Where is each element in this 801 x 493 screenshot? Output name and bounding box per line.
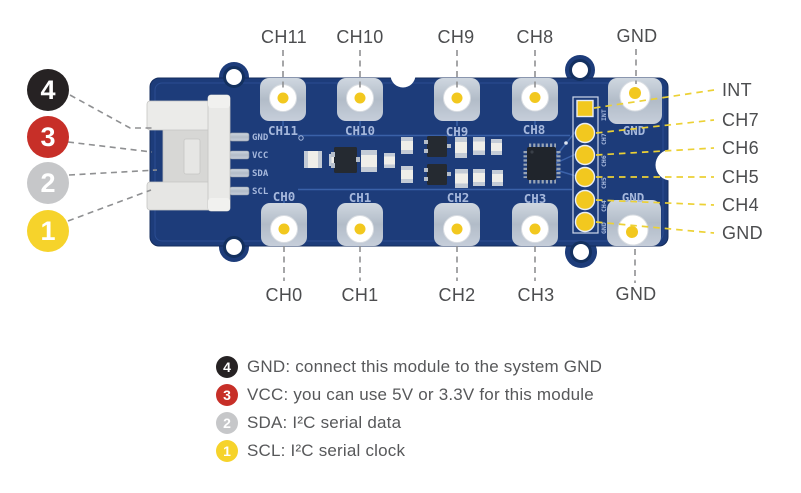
pad-ch9: [434, 78, 480, 121]
header-pad-gnd: [574, 211, 596, 233]
callout-bottom-gnd: GND: [615, 284, 657, 304]
callout-right-ch4: CH4: [722, 195, 759, 215]
silk-pin-sda: SDA: [252, 169, 269, 179]
silk-header-ch5: CH5: [600, 177, 608, 189]
header-pad-ch7: [574, 122, 596, 144]
silk-ch8: CH8: [523, 122, 546, 137]
leader-badge-2: [68, 169, 158, 176]
pad-ch1: [337, 203, 383, 246]
legend-badge-3: 3: [216, 384, 238, 406]
callout-top-ch10: CH10: [336, 27, 384, 47]
callout-top-gnd: GND: [616, 26, 658, 46]
leader-right-ch7: [595, 119, 715, 134]
callout-right-ch5: CH5: [722, 167, 759, 187]
silk-gnd-bottom: GND: [622, 190, 645, 205]
pad-ch11: [260, 78, 306, 121]
silk-pin-vcc: VCC: [252, 151, 268, 161]
callout-right-ch7: CH7: [722, 110, 759, 130]
smd-components: [304, 136, 503, 188]
silk-ch1: CH1: [349, 190, 372, 205]
legend-text-scl: SCL: I²C serial clock: [247, 441, 406, 460]
callout-bottom-ch1: CH1: [341, 285, 379, 305]
leader-badge-3: [67, 141, 153, 153]
legend-badge-4: 4: [216, 356, 238, 378]
pad-gnd-top: [608, 78, 662, 124]
silk-header-ch6: CH6: [600, 155, 608, 167]
header-pad-ch5: [574, 166, 596, 188]
header-pad-ch6: [574, 144, 596, 166]
legend-text-gnd: GND: connect this module to the system G…: [247, 357, 603, 376]
leader-right-ch4: [595, 199, 715, 206]
via: [564, 141, 568, 145]
silk-ch3: CH3: [524, 191, 547, 206]
board-notch-right: [655, 149, 687, 181]
silk-header-int: INT: [600, 109, 608, 121]
mounting-holes: [223, 59, 592, 263]
legend-row-vcc: 3 VCC: you can use 5V or 3.3V for this m…: [216, 383, 594, 407]
silk-ch9: CH9: [446, 124, 469, 139]
leader-badge-4: [69, 94, 152, 129]
pcb-board: INT CH7 CH6 CH5 CH4 GND CH11 CH10 CH9 CH…: [146, 55, 687, 268]
silk-ch10: CH10: [345, 123, 375, 138]
silk-gnd-top: GND: [623, 123, 646, 138]
silk-ch0: CH0: [273, 189, 296, 204]
header-pad-int: [576, 99, 594, 118]
callout-bottom-ch3: CH3: [517, 285, 555, 305]
legend-row-scl: 1 SCL: I²C serial clock: [216, 439, 405, 463]
leader-lines: [67, 49, 715, 283]
pad-ch3: [512, 203, 558, 246]
callout-right-ch6: CH6: [722, 138, 759, 158]
silk-ch2: CH2: [447, 190, 470, 205]
callout-top-ch8: CH8: [516, 27, 554, 47]
leader-right-int: [593, 89, 715, 109]
header-pad-ch4: [574, 189, 596, 211]
board-notch-top: [390, 62, 416, 88]
pad-ch10: [337, 78, 383, 121]
legend-text-vcc: VCC: you can use 5V or 3.3V for this mod…: [247, 385, 594, 404]
pin-badge-1: 1: [27, 210, 69, 252]
pad-gnd-bottom: [607, 200, 661, 246]
via: [298, 135, 304, 141]
callout-right-int: INT: [722, 80, 752, 100]
legend-row-gnd: 4 GND: connect this module to the system…: [216, 355, 602, 379]
callout-bottom-ch2: CH2: [438, 285, 476, 305]
grove-connector: GND VCC SDA SCL: [146, 94, 269, 212]
silk-header-ch7: CH7: [600, 133, 608, 145]
callout-right-gnd: GND: [722, 223, 763, 243]
silkscreen-labels: CH11 CH10 CH9 CH8 CH0 CH1 CH2 CH3 GND GN…: [268, 122, 645, 206]
callout-top-ch9: CH9: [437, 27, 475, 47]
silk-ch11: CH11: [268, 123, 298, 138]
pad-ch0: [261, 203, 307, 246]
callout-bottom-ch0: CH0: [265, 285, 303, 305]
pin-badge-3: 3: [27, 116, 69, 158]
leader-badge-1: [67, 189, 152, 222]
legend-row-sda: 2 SDA: I²C serial data: [216, 411, 401, 435]
silk-header-ch4: CH4: [600, 200, 608, 212]
leader-right-gnd: [595, 221, 715, 234]
silk-header-gnd: GND: [600, 222, 608, 234]
pad-ch2: [434, 203, 480, 246]
leader-right-ch6: [595, 147, 715, 156]
main-ic-chip: [523, 143, 561, 184]
silk-pin-gnd: GND: [252, 133, 269, 143]
legend-badge-1: 1: [216, 440, 238, 462]
legend-text-sda: SDA: I²C serial data: [247, 413, 402, 432]
pin-badge-2: 2: [27, 162, 69, 204]
breakout-header: INT CH7 CH6 CH5 CH4 GND: [572, 96, 608, 234]
legend-badge-2: 2: [216, 412, 238, 434]
pin-badge-4: 4: [27, 69, 69, 111]
callout-top-ch11: CH11: [261, 27, 307, 47]
silk-pin-scl: SCL: [252, 187, 269, 197]
